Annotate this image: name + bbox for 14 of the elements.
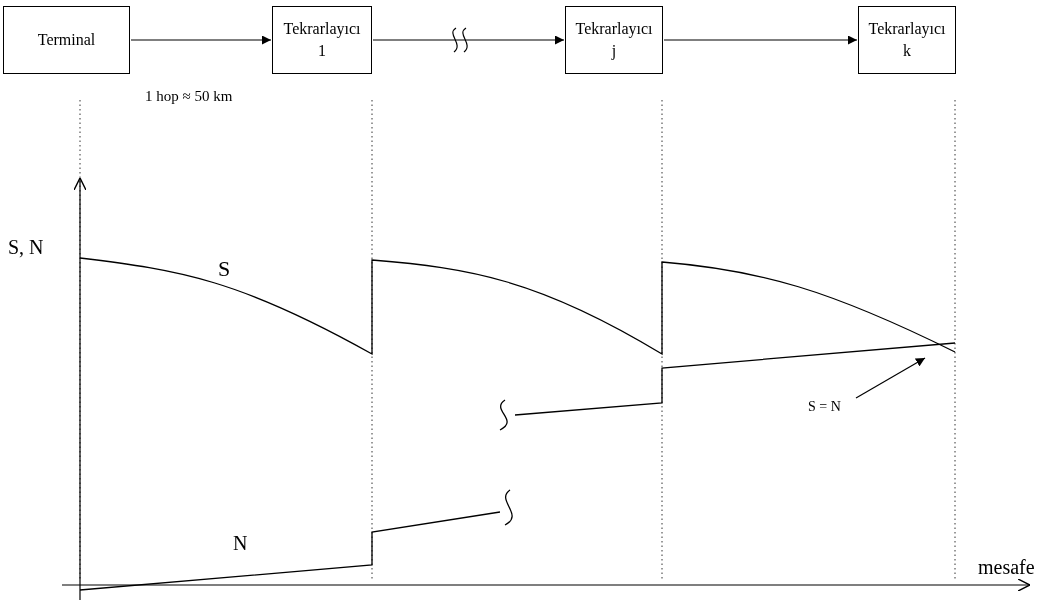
process-box: Tekrarlayıcı 1	[272, 6, 372, 74]
leader-arrow	[855, 357, 926, 399]
process-box: Tekrarlayıcı j	[565, 6, 663, 74]
distance-note: 1 hop ≈ 50 km	[145, 88, 233, 105]
process-box: Terminal	[3, 6, 130, 74]
callout-text: S = N	[808, 399, 860, 421]
process-box: Tekrarlayıcı k	[858, 6, 956, 74]
curve-label: S	[218, 256, 231, 282]
arrow	[663, 35, 858, 45]
axis-label: mesafe	[978, 556, 1035, 579]
axis-label: S, N	[8, 236, 44, 259]
arrow	[372, 27, 565, 53]
curve-label: N	[233, 532, 248, 555]
arrow	[130, 35, 272, 45]
